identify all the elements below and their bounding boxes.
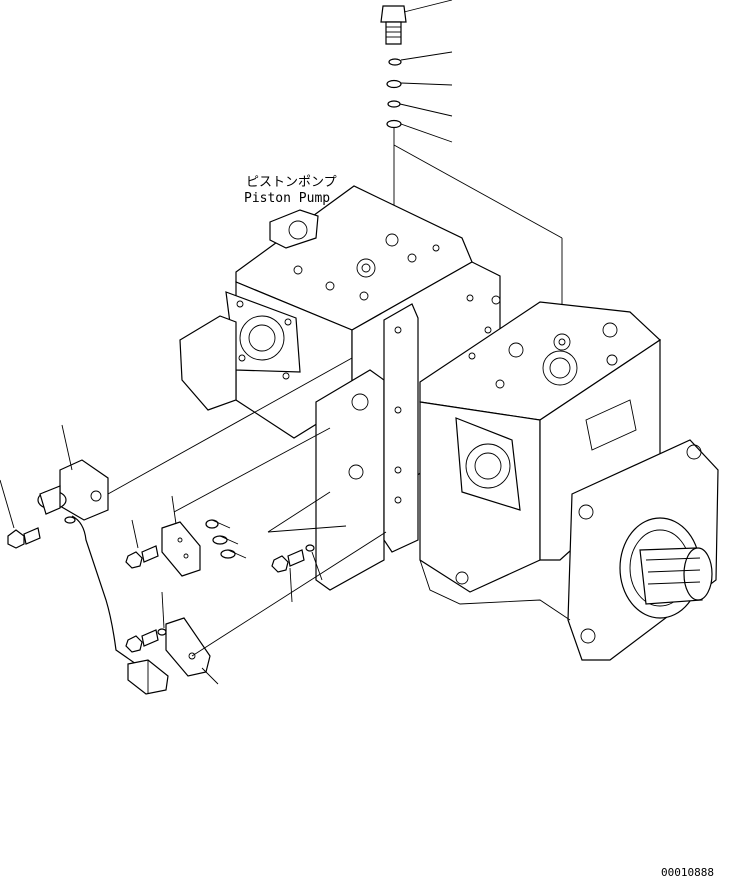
o-ring-2	[387, 100, 401, 108]
clamp-bracket	[161, 427, 331, 577]
o-ring-1	[388, 58, 402, 66]
spacer-set	[205, 491, 347, 559]
mounting-plate	[165, 531, 387, 685]
washer-2	[386, 119, 402, 129]
piston-pump-label: ピストンポンプ Piston Pump	[244, 175, 337, 206]
washer-1	[386, 79, 402, 89]
bolt-center	[271, 544, 323, 603]
plug-bolt	[380, 5, 407, 45]
bolt-lower-left	[125, 591, 167, 653]
drawing-number: 00010888	[661, 866, 714, 879]
piston-pump-body	[179, 185, 719, 661]
bolt-middle-left	[125, 519, 159, 569]
sensor-assembly	[37, 357, 353, 695]
piston-pump-label-japanese: ピストンポンプ	[246, 175, 337, 190]
bolt-left	[0, 479, 41, 549]
piston-pump-label-english: Piston Pump	[244, 191, 330, 206]
